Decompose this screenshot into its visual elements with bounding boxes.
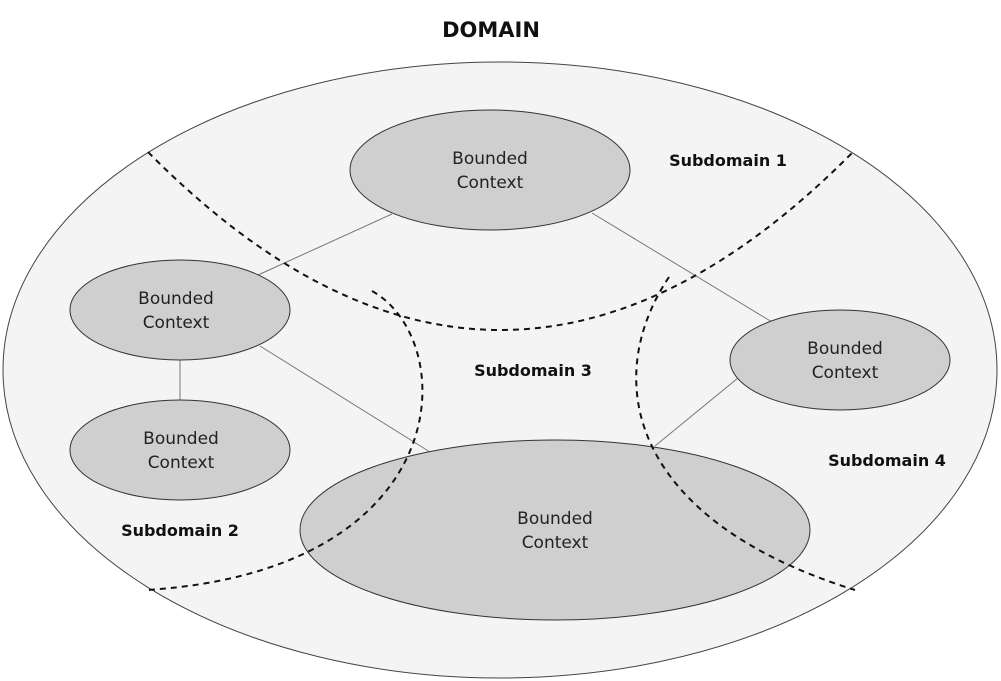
subdomain-1-boundary xyxy=(147,151,854,331)
subdomain-4-boundary xyxy=(635,276,856,591)
link-bc2-bc4 xyxy=(259,345,431,453)
link-bc5-bc4 xyxy=(654,377,739,447)
bounded-context-label-line2: Context xyxy=(143,313,210,333)
bounded-context-shape xyxy=(299,439,811,621)
context-links xyxy=(179,212,773,453)
bounded-context-shape xyxy=(69,259,291,361)
bounded-context-shape xyxy=(729,309,951,411)
bounded-context-label-line1: Bounded xyxy=(807,339,883,359)
bounded-context-label-line2: Context xyxy=(522,533,589,553)
bounded-context-2: Bounded Context xyxy=(69,259,291,361)
subdomain-boundaries xyxy=(146,151,856,591)
subdomain-label: Subdomain 1 xyxy=(669,151,787,170)
bounded-context-label-line1: Bounded xyxy=(138,289,214,309)
link-bc1-bc5 xyxy=(591,212,773,323)
subdomain-2-boundary xyxy=(146,290,424,591)
bounded-context-3: Bounded Context xyxy=(69,399,291,501)
bounded-context-label-line1: Bounded xyxy=(517,509,593,529)
subdomain-label: Subdomain 4 xyxy=(828,451,946,470)
bounded-context-5: Bounded Context xyxy=(729,309,951,411)
bounded-context-label-line1: Bounded xyxy=(452,149,528,169)
domain-title: DOMAIN xyxy=(442,18,540,42)
bounded-context-shape xyxy=(69,399,291,501)
bounded-context-label-line2: Context xyxy=(812,363,879,383)
subdomain-label: Subdomain 2 xyxy=(121,521,239,540)
bounded-context-shape xyxy=(349,109,631,231)
bounded-context-4: Bounded Context xyxy=(299,439,811,621)
bounded-context-label-line2: Context xyxy=(457,173,524,193)
bounded-context-1: Bounded Context xyxy=(349,109,631,231)
subdomain-label: Subdomain 3 xyxy=(474,361,592,380)
bounded-context-label-line1: Bounded xyxy=(143,429,219,449)
bounded-context-label-line2: Context xyxy=(148,453,215,473)
link-bc1-bc2 xyxy=(257,213,393,276)
